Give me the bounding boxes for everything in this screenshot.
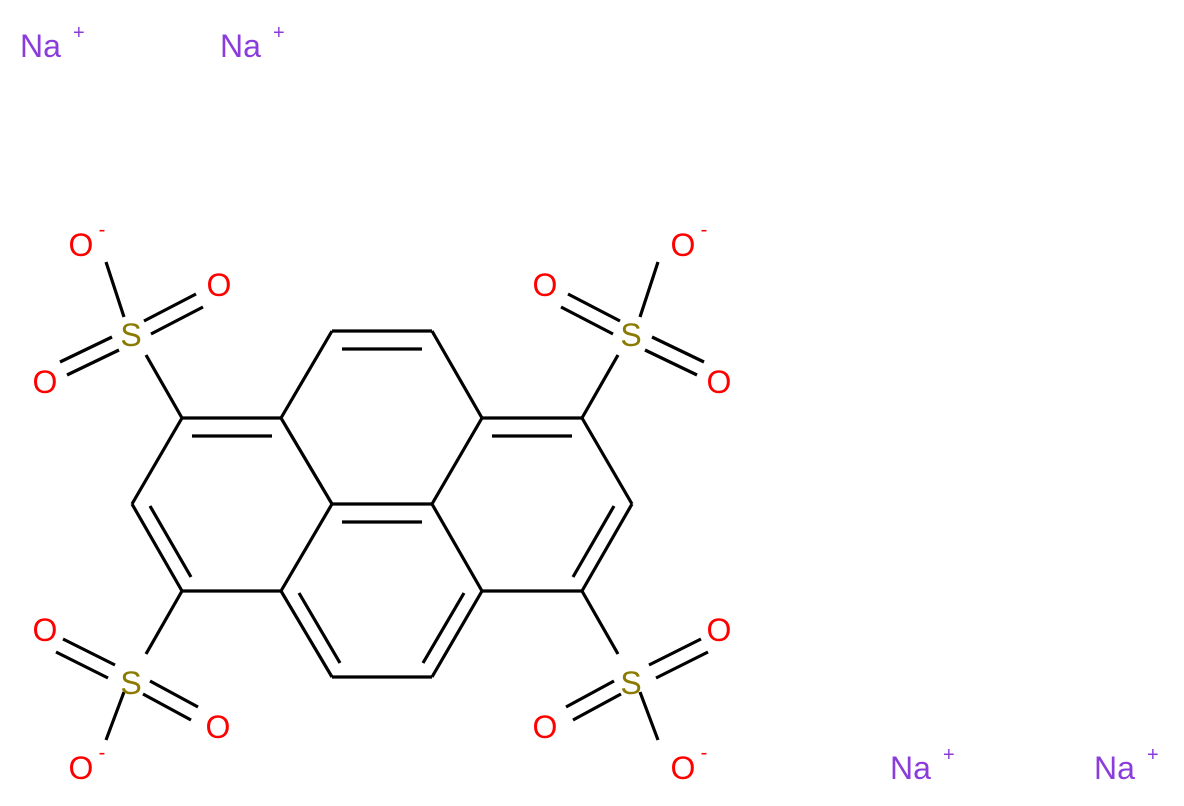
bond [279,590,334,678]
bond [565,679,615,709]
oxygen-atom: O [33,364,58,400]
bond [638,261,660,318]
oxygen-atom: O [707,612,732,648]
oxygen-atom: O [533,267,558,303]
bond [430,417,484,505]
positive-charge: + [73,22,85,44]
oxygen-atom: O [69,750,94,786]
negative-charge: - [701,219,708,241]
bond [130,503,184,592]
bond [279,503,334,592]
sodium-symbol: Na [1094,750,1135,786]
bond [62,637,116,667]
sulfonate-group-upper-right: S O - O O [533,219,732,400]
bond [104,691,126,741]
bond [644,348,698,377]
bond [430,330,484,419]
bond [143,292,197,323]
bond [149,679,199,709]
bond [144,590,184,655]
bond [571,505,616,578]
sulfur-atom: S [120,665,141,701]
bond [648,637,702,667]
sulfonate-group-lower-left: S O O O - [33,612,231,786]
bond [130,417,184,505]
bond [297,592,342,664]
sulfonate-group-upper-left: S O - O O [33,219,232,400]
bond [55,650,109,680]
negative-charge: - [99,742,106,764]
oxygen-atom: O [206,709,231,745]
sodium-symbol: Na [890,750,931,786]
oxygen-atom: O [671,227,696,263]
bond [59,335,113,364]
bond [148,505,193,578]
bond [651,335,705,364]
sodium-ion: Na + [220,22,285,64]
oxygen-atom: O [533,709,558,745]
sodium-symbol: Na [220,28,261,64]
bond [572,692,622,722]
oxygen-atom: O [33,612,58,648]
bond [580,503,634,592]
positive-charge: + [273,22,285,44]
oxygen-atom: O [207,267,232,303]
bond [421,592,466,664]
sulfur-atom: S [620,665,641,701]
sodium-ion: Na + [1094,744,1159,786]
bond [580,417,634,505]
bond [142,692,192,722]
sodium-ion: Na + [890,744,955,786]
bond [279,417,334,505]
bond [567,292,621,323]
pyrene-core [130,329,634,679]
bond [150,305,204,336]
bond [655,650,709,680]
negative-charge: - [701,742,708,764]
positive-charge: + [1147,744,1159,766]
bond [430,590,484,678]
sulfonate-group-lower-right: S O O O - [533,612,732,786]
bond [430,503,484,592]
oxygen-atom: O [69,227,94,263]
negative-charge: - [99,219,106,241]
bond [144,354,184,419]
oxygen-atom: O [707,364,732,400]
oxygen-atom: O [671,750,696,786]
bond [580,590,620,655]
carbon-sulfur-bonds [144,354,620,655]
bond [279,330,334,419]
positive-charge: + [943,744,955,766]
sodium-ions: Na + Na + Na + Na + [20,22,1159,786]
bond [66,348,120,377]
bond [560,305,614,336]
bond [104,261,126,318]
sulfur-atom: S [620,317,641,353]
bond [580,354,620,419]
bond [638,691,660,741]
sodium-ion: Na + [20,22,85,64]
sulfur-atom: S [120,317,141,353]
sodium-symbol: Na [20,28,61,64]
